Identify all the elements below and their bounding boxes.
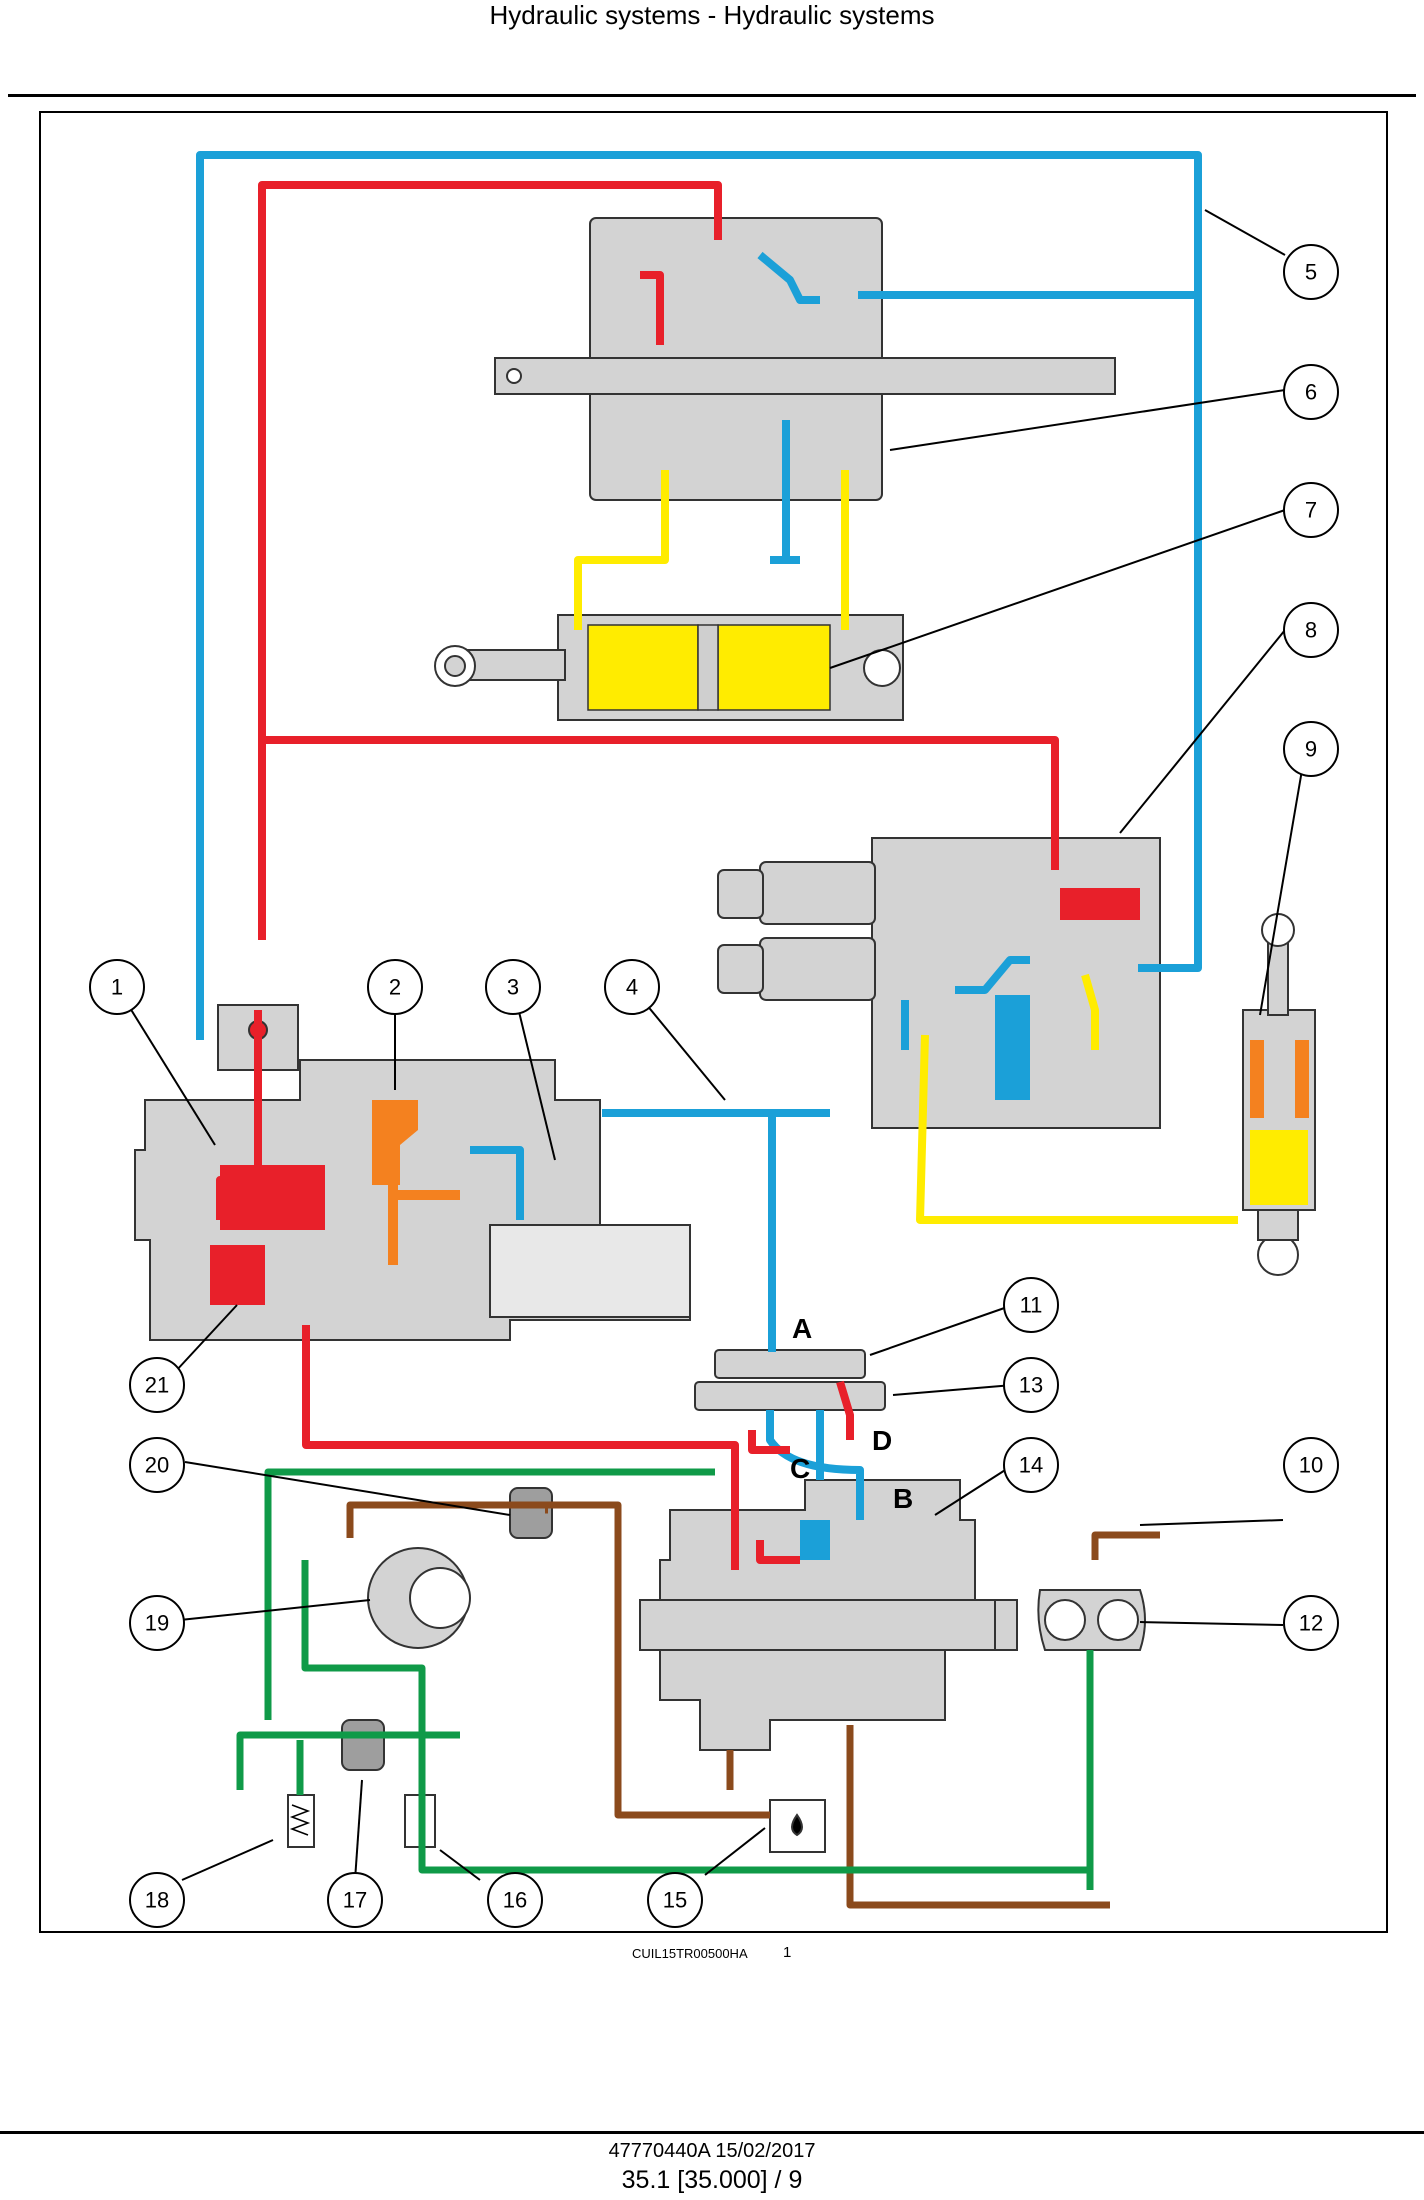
- solenoid-upper: [759, 861, 876, 925]
- page-header-title: Hydraulic systems - Hydraulic systems: [489, 0, 935, 30]
- header-rule: [8, 94, 1416, 97]
- suction-lines: [236, 1468, 1094, 1890]
- callout-8: 8: [1283, 602, 1339, 658]
- svg-text:20: 20: [145, 1453, 169, 1478]
- callout-10: 10: [1283, 1437, 1339, 1493]
- callout-1: 1: [89, 959, 145, 1015]
- svg-text:11: 11: [1020, 1293, 1043, 1318]
- svg-text:8: 8: [1305, 618, 1317, 643]
- svg-text:9: 9: [1305, 737, 1317, 762]
- callout-15: 15: [647, 1872, 703, 1928]
- svg-text:2: 2: [389, 975, 401, 1000]
- callout-16: 16: [487, 1872, 543, 1928]
- solenoid-lower: [759, 937, 876, 1001]
- valve-11-body: [714, 1349, 866, 1379]
- callout-12: 12: [1283, 1595, 1339, 1651]
- port-c: C: [790, 1453, 810, 1484]
- fluid-chambers: [210, 624, 1309, 1560]
- control-spool-rod: [494, 357, 1116, 395]
- callouts: 1 2 3 4 5 6 7 8 9 10 11 12 13 14 15 16 1…: [89, 244, 1339, 1928]
- callout-17: 17: [327, 1872, 383, 1928]
- svg-text:5: 5: [1305, 260, 1317, 285]
- port-b: B: [893, 1483, 913, 1514]
- port-d: D: [872, 1425, 892, 1456]
- valve-13-body: [694, 1381, 886, 1411]
- svg-text:21: 21: [145, 1373, 169, 1398]
- svg-text:18: 18: [145, 1888, 169, 1913]
- footer-rule: [0, 2131, 1424, 2134]
- callout-13: 13: [1003, 1357, 1059, 1413]
- sensor-15: [769, 1799, 826, 1853]
- drain-lines: [346, 1501, 1160, 1909]
- callout-20: 20: [129, 1437, 185, 1493]
- svg-text:19: 19: [145, 1611, 169, 1636]
- callout-6: 6: [1283, 364, 1339, 420]
- callout-14: 14: [1003, 1437, 1059, 1493]
- work-lines: [574, 470, 1238, 1224]
- figure-number: 1: [783, 1944, 792, 1961]
- svg-text:10: 10: [1299, 1453, 1323, 1478]
- svg-text:12: 12: [1299, 1611, 1323, 1636]
- port-labels: A B C D: [790, 1313, 913, 1514]
- filter-20: [509, 1487, 553, 1539]
- svg-text:7: 7: [1305, 498, 1317, 523]
- callout-19: 19: [129, 1595, 185, 1651]
- svg-text:15: 15: [663, 1888, 687, 1913]
- callout-3: 3: [485, 959, 541, 1015]
- svg-text:13: 13: [1019, 1373, 1043, 1398]
- svg-text:14: 14: [1019, 1453, 1043, 1478]
- svg-text:3: 3: [507, 975, 519, 1000]
- callout-18: 18: [129, 1872, 185, 1928]
- footer-page-number: 35.1 [35.000] / 9: [621, 2166, 803, 2194]
- callout-4: 4: [604, 959, 660, 1015]
- footer-document-id: 47770440A 15/02/2017: [608, 2140, 816, 2162]
- gear-pump-12: [1037, 1589, 1146, 1651]
- filter-17: [341, 1719, 385, 1771]
- figure-frame: [39, 111, 1388, 1933]
- callout-5: 5: [1283, 244, 1339, 300]
- callout-2: 2: [367, 959, 423, 1015]
- svg-text:6: 6: [1305, 380, 1317, 405]
- svg-text:4: 4: [626, 975, 638, 1000]
- svg-text:17: 17: [343, 1888, 367, 1913]
- svg-text:16: 16: [503, 1888, 527, 1913]
- return-lines: [196, 151, 1202, 1520]
- port-a: A: [792, 1313, 812, 1344]
- leader-lines: [116, 209, 1303, 1881]
- callout-11: 11: [1003, 1277, 1059, 1333]
- callout-9: 9: [1283, 721, 1339, 777]
- figure-reference: CUIL15TR00500HA: [632, 1946, 748, 1961]
- svg-text:1: 1: [111, 975, 123, 1000]
- callout-21: 21: [129, 1357, 185, 1413]
- callout-7: 7: [1283, 482, 1339, 538]
